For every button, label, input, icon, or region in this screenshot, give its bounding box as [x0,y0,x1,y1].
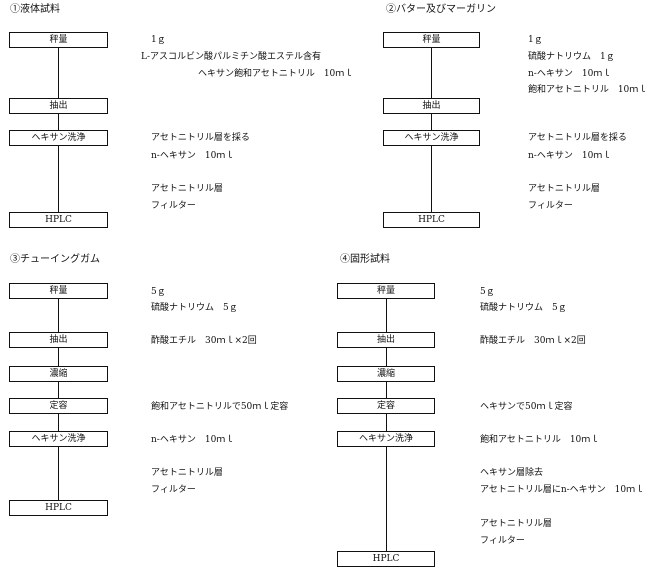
section-1-note: 1ｇ [151,35,166,45]
section-3-note: アセトニトリル層 [151,468,223,478]
section-4-note: 飽和アセトニトリル 10ｍｌ [480,435,600,445]
section-1-note: フィルター [151,201,196,211]
section-2-step-hexane-wash: ヘキサン洗浄 [383,130,480,146]
section-2-title: ②バター及びマーガリン [386,4,496,15]
section-1-step-hplc: HPLC [9,212,108,228]
section-2-note: アセトニトリル層 [528,184,600,194]
section-4-step-hplc: HPLC [337,551,435,567]
section-4-note: フィルター [480,536,525,546]
section-4-title: ④固形試料 [340,254,390,265]
section-3-note: 硫酸ナトリウム 5ｇ [151,303,238,313]
section-1-note: L-アスコルビン酸パルミチン酸エステル含有 [141,52,322,62]
flow-line-4 [386,296,387,556]
section-1-title: ①液体試料 [10,4,60,15]
section-4-step-weigh: 秤量 [337,283,435,299]
section-1-note: n-ヘキサン 10ｍｌ [151,151,235,161]
section-2-step-weigh: 秤量 [383,32,480,48]
section-3-step-hplc: HPLC [9,500,108,516]
section-3-step-hexane-wash: ヘキサン洗浄 [9,431,108,447]
section-1-note: ヘキサン飽和アセトニトリル 10ｍｌ [198,69,354,79]
section-3-step-volume: 定容 [9,398,108,414]
section-4-note: 硫酸ナトリウム 5ｇ [480,303,567,313]
section-3-step-weigh: 秤量 [9,283,108,299]
section-2-step-extract: 抽出 [383,98,480,114]
section-3-note: フィルター [151,485,196,495]
section-2-note: フィルター [528,201,573,211]
section-2-note: n-ヘキサン 10ｍｌ [528,69,612,79]
section-4-step-hexane-wash: ヘキサン洗浄 [337,431,435,447]
section-1-step-hexane-wash: ヘキサン洗浄 [9,130,108,146]
section-3-note: 酢酸エチル 30ｍｌ×2回 [151,336,257,346]
section-4-note: ヘキサンで50ｍｌ定容 [480,402,573,412]
section-1-note: アセトニトリル層 [151,184,223,194]
section-3-note: 飽和アセトニトリルで50ｍｌ定容 [151,402,289,412]
section-2-step-hplc: HPLC [383,212,480,228]
section-4-note: 5ｇ [480,287,495,297]
section-3-note: n-ヘキサン 10ｍｌ [151,435,235,445]
section-3-step-concentrate: 濃縮 [9,366,108,382]
section-2-note: 硫酸ナトリウム 1ｇ [528,52,615,62]
section-1-step-weigh: 秤量 [9,32,108,48]
section-4-note: 酢酸エチル 30ｍｌ×2回 [480,336,586,346]
section-4-step-concentrate: 濃縮 [337,366,435,382]
section-3-note: 5ｇ [151,287,166,297]
section-3-title: ③チューイングガム [10,254,100,265]
section-3-step-extract: 抽出 [9,332,108,348]
section-2-note: 1ｇ [528,35,543,45]
section-2-note: 飽和アセトニトリル 10ｍｌ [528,85,648,95]
section-4-note: ヘキサン層除去 [480,468,544,478]
section-4-step-extract: 抽出 [337,332,435,348]
section-1-note: アセトニトリル層を採る [151,133,250,143]
section-1-step-extract: 抽出 [9,98,108,114]
section-2-note: アセトニトリル層を採る [528,133,627,143]
section-4-note: アセトニトリル層 [480,519,552,529]
section-2-note: n-ヘキサン 10ｍｌ [528,151,612,161]
section-4-step-volume: 定容 [337,398,435,414]
section-4-note: アセトニトリル層にn-ヘキサン 10ｍｌ [480,485,645,495]
